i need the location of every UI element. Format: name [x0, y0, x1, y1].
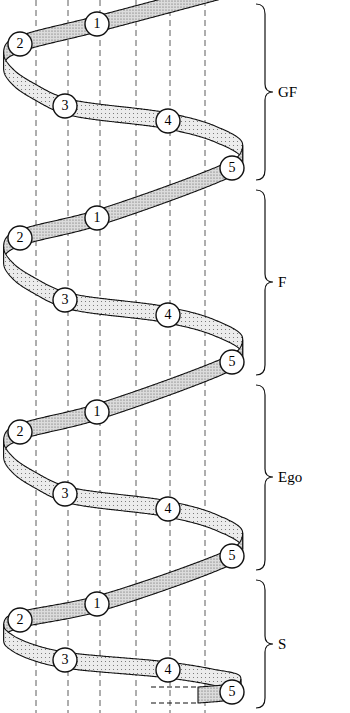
circle-number: 5: [229, 685, 236, 699]
curly-brace: [256, 190, 273, 375]
generation-label: GF: [278, 85, 297, 100]
number-circle: 1: [84, 591, 110, 617]
circle-number: 3: [62, 653, 69, 667]
circle-shape: [156, 109, 180, 133]
number-circle: 5: [219, 155, 245, 181]
circle-shape: [8, 32, 32, 56]
guide-line: [170, 0, 171, 713]
circle-number: 3: [62, 293, 69, 307]
guide-line: [36, 0, 37, 713]
circle-shape: [220, 680, 244, 704]
number-circle: 1: [84, 11, 110, 37]
circle-shape: [8, 608, 32, 632]
circle-number: 5: [229, 355, 236, 369]
circle-number: 5: [229, 549, 236, 563]
helix-ribbon: [4, 533, 243, 640]
circle-shape: [85, 12, 109, 36]
circle-shape: [53, 482, 77, 506]
helix-ribbon: [4, 440, 243, 549]
generation-label: Ego: [278, 470, 302, 485]
generation-label: S: [278, 637, 286, 652]
circle-number: 1: [94, 405, 101, 419]
helix-ribbon: [4, 146, 243, 264]
circle-number: 4: [165, 114, 172, 128]
helix-ribbon: [4, 247, 243, 356]
circle-number: 2: [17, 37, 24, 51]
circle-shape: [85, 400, 109, 424]
curly-brace: [256, 580, 273, 708]
curly-brace: [256, 4, 273, 180]
number-circle: 5: [219, 679, 245, 705]
hidden-ribbon-edge: [150, 702, 196, 703]
circle-number: 3: [62, 487, 69, 501]
number-circle: 2: [7, 419, 33, 445]
number-circle: 3: [52, 93, 78, 119]
circle-number: 2: [17, 425, 24, 439]
circle-shape: [220, 544, 244, 568]
circle-shape: [53, 94, 77, 118]
number-circle: 1: [84, 205, 110, 231]
number-circle: 3: [52, 287, 78, 313]
circle-shape: [85, 206, 109, 230]
helix-ribbon: [4, 0, 240, 69]
circle-shape: [53, 648, 77, 672]
number-circle: 2: [7, 607, 33, 633]
circle-shape: [85, 592, 109, 616]
circle-shape: [8, 226, 32, 250]
helix-ribbon: [4, 340, 243, 456]
circle-number: 4: [165, 663, 172, 677]
number-circle: 4: [155, 496, 181, 522]
circle-shape: [156, 658, 180, 682]
helix-ribbon: [4, 53, 243, 162]
circle-number: 1: [94, 597, 101, 611]
guide-line: [136, 0, 137, 713]
number-circle: 3: [52, 647, 78, 673]
number-circle: 4: [155, 108, 181, 134]
circle-number: 4: [165, 502, 172, 516]
number-circle: 2: [7, 31, 33, 57]
curly-brace: [256, 385, 273, 570]
circle-number: 3: [62, 99, 69, 113]
circle-shape: [220, 156, 244, 180]
circle-shape: [53, 288, 77, 312]
circle-number: 4: [165, 308, 172, 322]
helix-ribbon: [4, 624, 241, 695]
number-circle: 2: [7, 225, 33, 251]
generation-label: F: [278, 275, 286, 290]
circle-shape: [156, 497, 180, 521]
circle-number: 2: [17, 231, 24, 245]
circle-shape: [156, 303, 180, 327]
number-circle: 4: [155, 302, 181, 328]
circle-shape: [8, 420, 32, 444]
circle-number: 1: [94, 211, 101, 225]
guide-line: [205, 0, 206, 713]
hidden-ribbon-edge: [150, 686, 196, 687]
circle-number: 5: [229, 161, 236, 175]
number-circle: 1: [84, 399, 110, 425]
number-circle: 4: [155, 657, 181, 683]
number-circle: 5: [219, 349, 245, 375]
circle-number: 2: [17, 613, 24, 627]
circle-shape: [220, 350, 244, 374]
number-circle: 5: [219, 543, 245, 569]
number-circle: 3: [52, 481, 78, 507]
circle-number: 1: [94, 17, 101, 31]
